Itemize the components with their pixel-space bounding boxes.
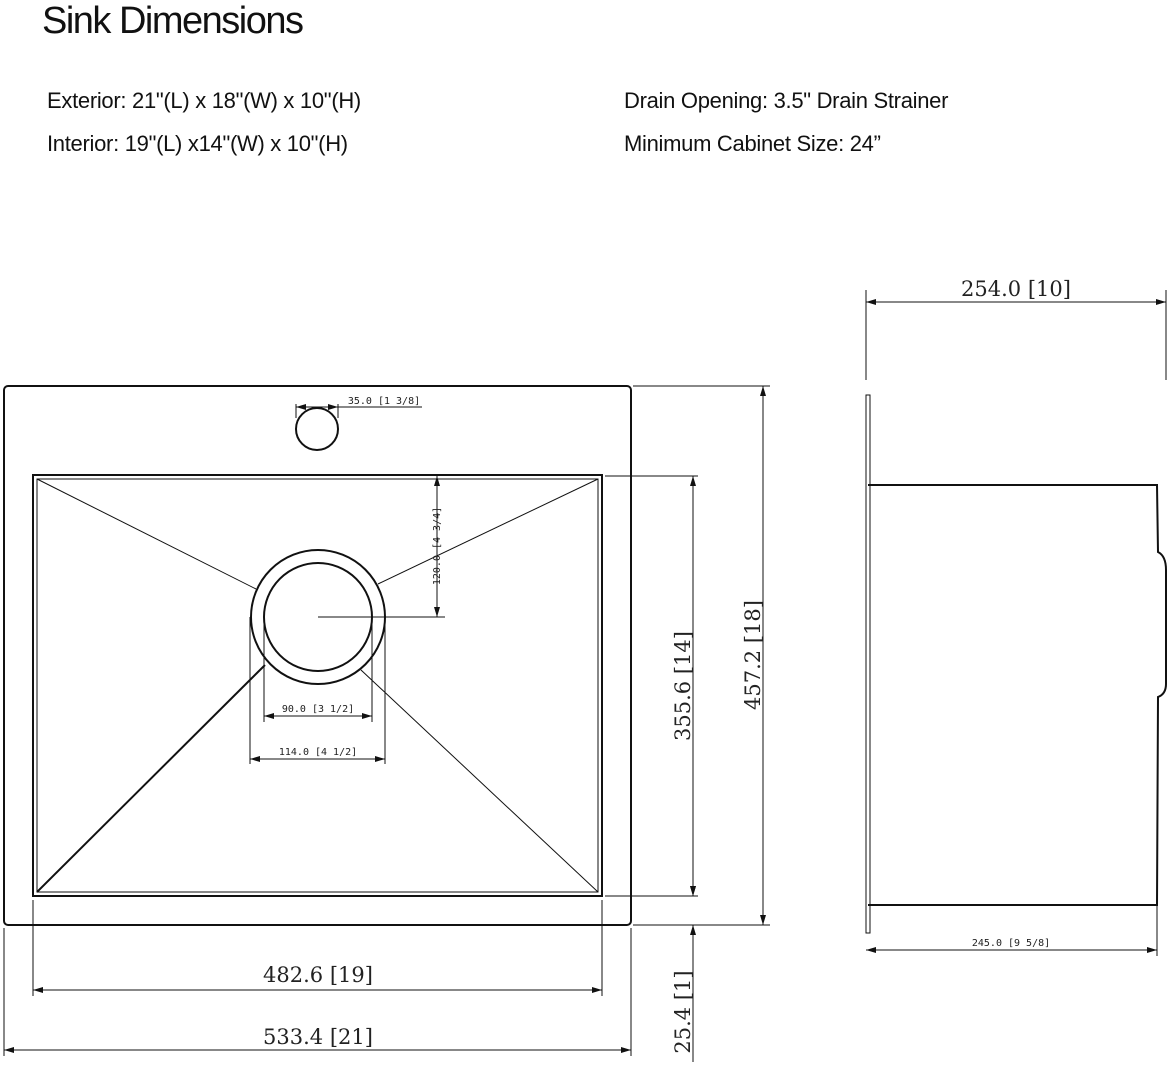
side-flange xyxy=(865,394,871,934)
dim-drain-offset: 120.0 [4 3/4] xyxy=(432,507,443,585)
bowl-outline xyxy=(32,474,603,897)
spec-drain: Drain Opening: 3.5" Drain Strainer xyxy=(624,88,949,113)
side-body xyxy=(868,484,1167,906)
dim-depth: 254.0 [10] xyxy=(961,277,1071,301)
spec-exterior: Exterior: 21"(L) x 18"(W) x 10"(H) xyxy=(47,88,361,113)
dim-overall-length: 533.4 [21] xyxy=(263,1025,373,1049)
dim-overall-width: 457.2 [18] xyxy=(741,600,765,710)
page-title: Sink Dimensions xyxy=(42,0,304,42)
spec-cabinet: Minimum Cabinet Size: 24” xyxy=(624,131,881,156)
top-view: 35.0 [1 3/8] 120.0 [4 3/4] 90.0 [3 1/2] … xyxy=(3,385,770,1062)
spec-interior: Interior: 19"(L) x14"(W) x 10"(H) xyxy=(47,131,348,156)
dim-faucet-hole: 35.0 [1 3/8] xyxy=(348,396,420,407)
sink-outline xyxy=(3,385,632,926)
dim-drain-inner: 90.0 [3 1/2] xyxy=(282,704,354,715)
dim-bowl-depth: 245.0 [9 5/8] xyxy=(972,938,1050,949)
dim-bowl-width: 355.6 [14] xyxy=(671,631,695,741)
dim-bowl-length: 482.6 [19] xyxy=(263,963,373,987)
side-view: 254.0 [10] 245.0 [9 5/8] xyxy=(865,277,1167,956)
faucet-hole xyxy=(295,407,339,451)
dim-rim: 25.4 [1] xyxy=(671,970,695,1053)
bowl-inner-edge xyxy=(36,478,599,893)
dim-drain-outer: 114.0 [4 1/2] xyxy=(279,747,357,758)
